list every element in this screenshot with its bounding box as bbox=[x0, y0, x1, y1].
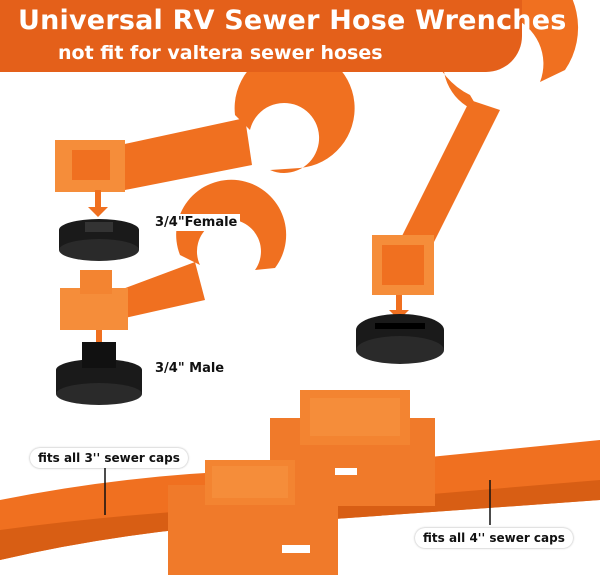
label-male: 3/4" Male bbox=[152, 360, 228, 377]
large-wrench-closeup bbox=[0, 390, 600, 575]
standing-wrench bbox=[356, 0, 579, 364]
label-female: 3/4"Female bbox=[152, 214, 241, 231]
label-fits-3in: fits all 3'' sewer caps bbox=[30, 448, 188, 468]
banner-subtitle: not fit for valtera sewer hoses bbox=[58, 42, 383, 64]
banner-title: Universal RV Sewer Hose Wrenches bbox=[18, 5, 567, 36]
female-wrench bbox=[55, 48, 355, 261]
title-banner: Universal RV Sewer Hose Wrenches not fit… bbox=[0, 0, 566, 72]
male-wrench bbox=[56, 179, 287, 405]
label-fits-4in: fits all 4'' sewer caps bbox=[415, 528, 573, 548]
